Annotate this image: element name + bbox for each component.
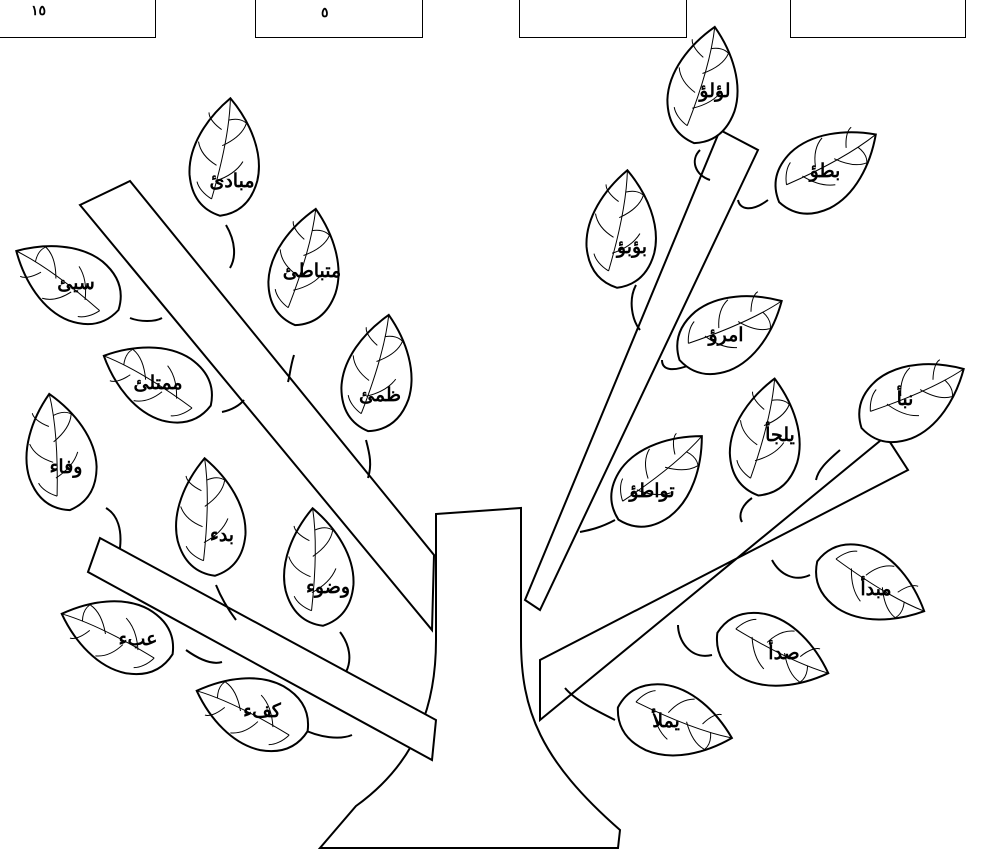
leaf-word-4: امرؤ (706, 324, 743, 346)
leaf-word-8: مبدأ (860, 575, 891, 600)
leaf-word-9: صدأ (768, 639, 799, 664)
leaf-word-1: لؤلؤ (697, 80, 730, 102)
leaf-word-19: عبء (119, 628, 158, 650)
leaf-word-17: بدء (210, 524, 234, 546)
leaf-word-5: نبأ (897, 385, 914, 410)
leaf-word-10: يملأ (651, 708, 680, 732)
leaf-16 (15, 388, 104, 516)
leaf-word-14: ممتلئ (133, 372, 182, 394)
leaf-17 (170, 455, 249, 579)
leaf-word-13: سيئ (57, 272, 95, 294)
leaf-word-12: متباطئ (283, 260, 341, 282)
leaf-word-2: بطؤ (808, 160, 841, 182)
leaf-word-16: وفاء (50, 456, 83, 478)
leaf-word-18: وضوء (306, 576, 350, 598)
leaf-word-6: يلجأ (765, 421, 795, 446)
leaf-word-15: ظمئ (359, 384, 401, 406)
leaf-word-7: تواطؤ (627, 480, 674, 502)
leaf-word-20: كفء (243, 700, 282, 722)
leaf-word-11: مبادئ (209, 170, 254, 192)
leaf-11 (186, 95, 265, 219)
leaf-word-3: بؤبؤ (615, 236, 647, 258)
leaf-15 (334, 309, 423, 437)
leaf-3 (583, 167, 662, 291)
